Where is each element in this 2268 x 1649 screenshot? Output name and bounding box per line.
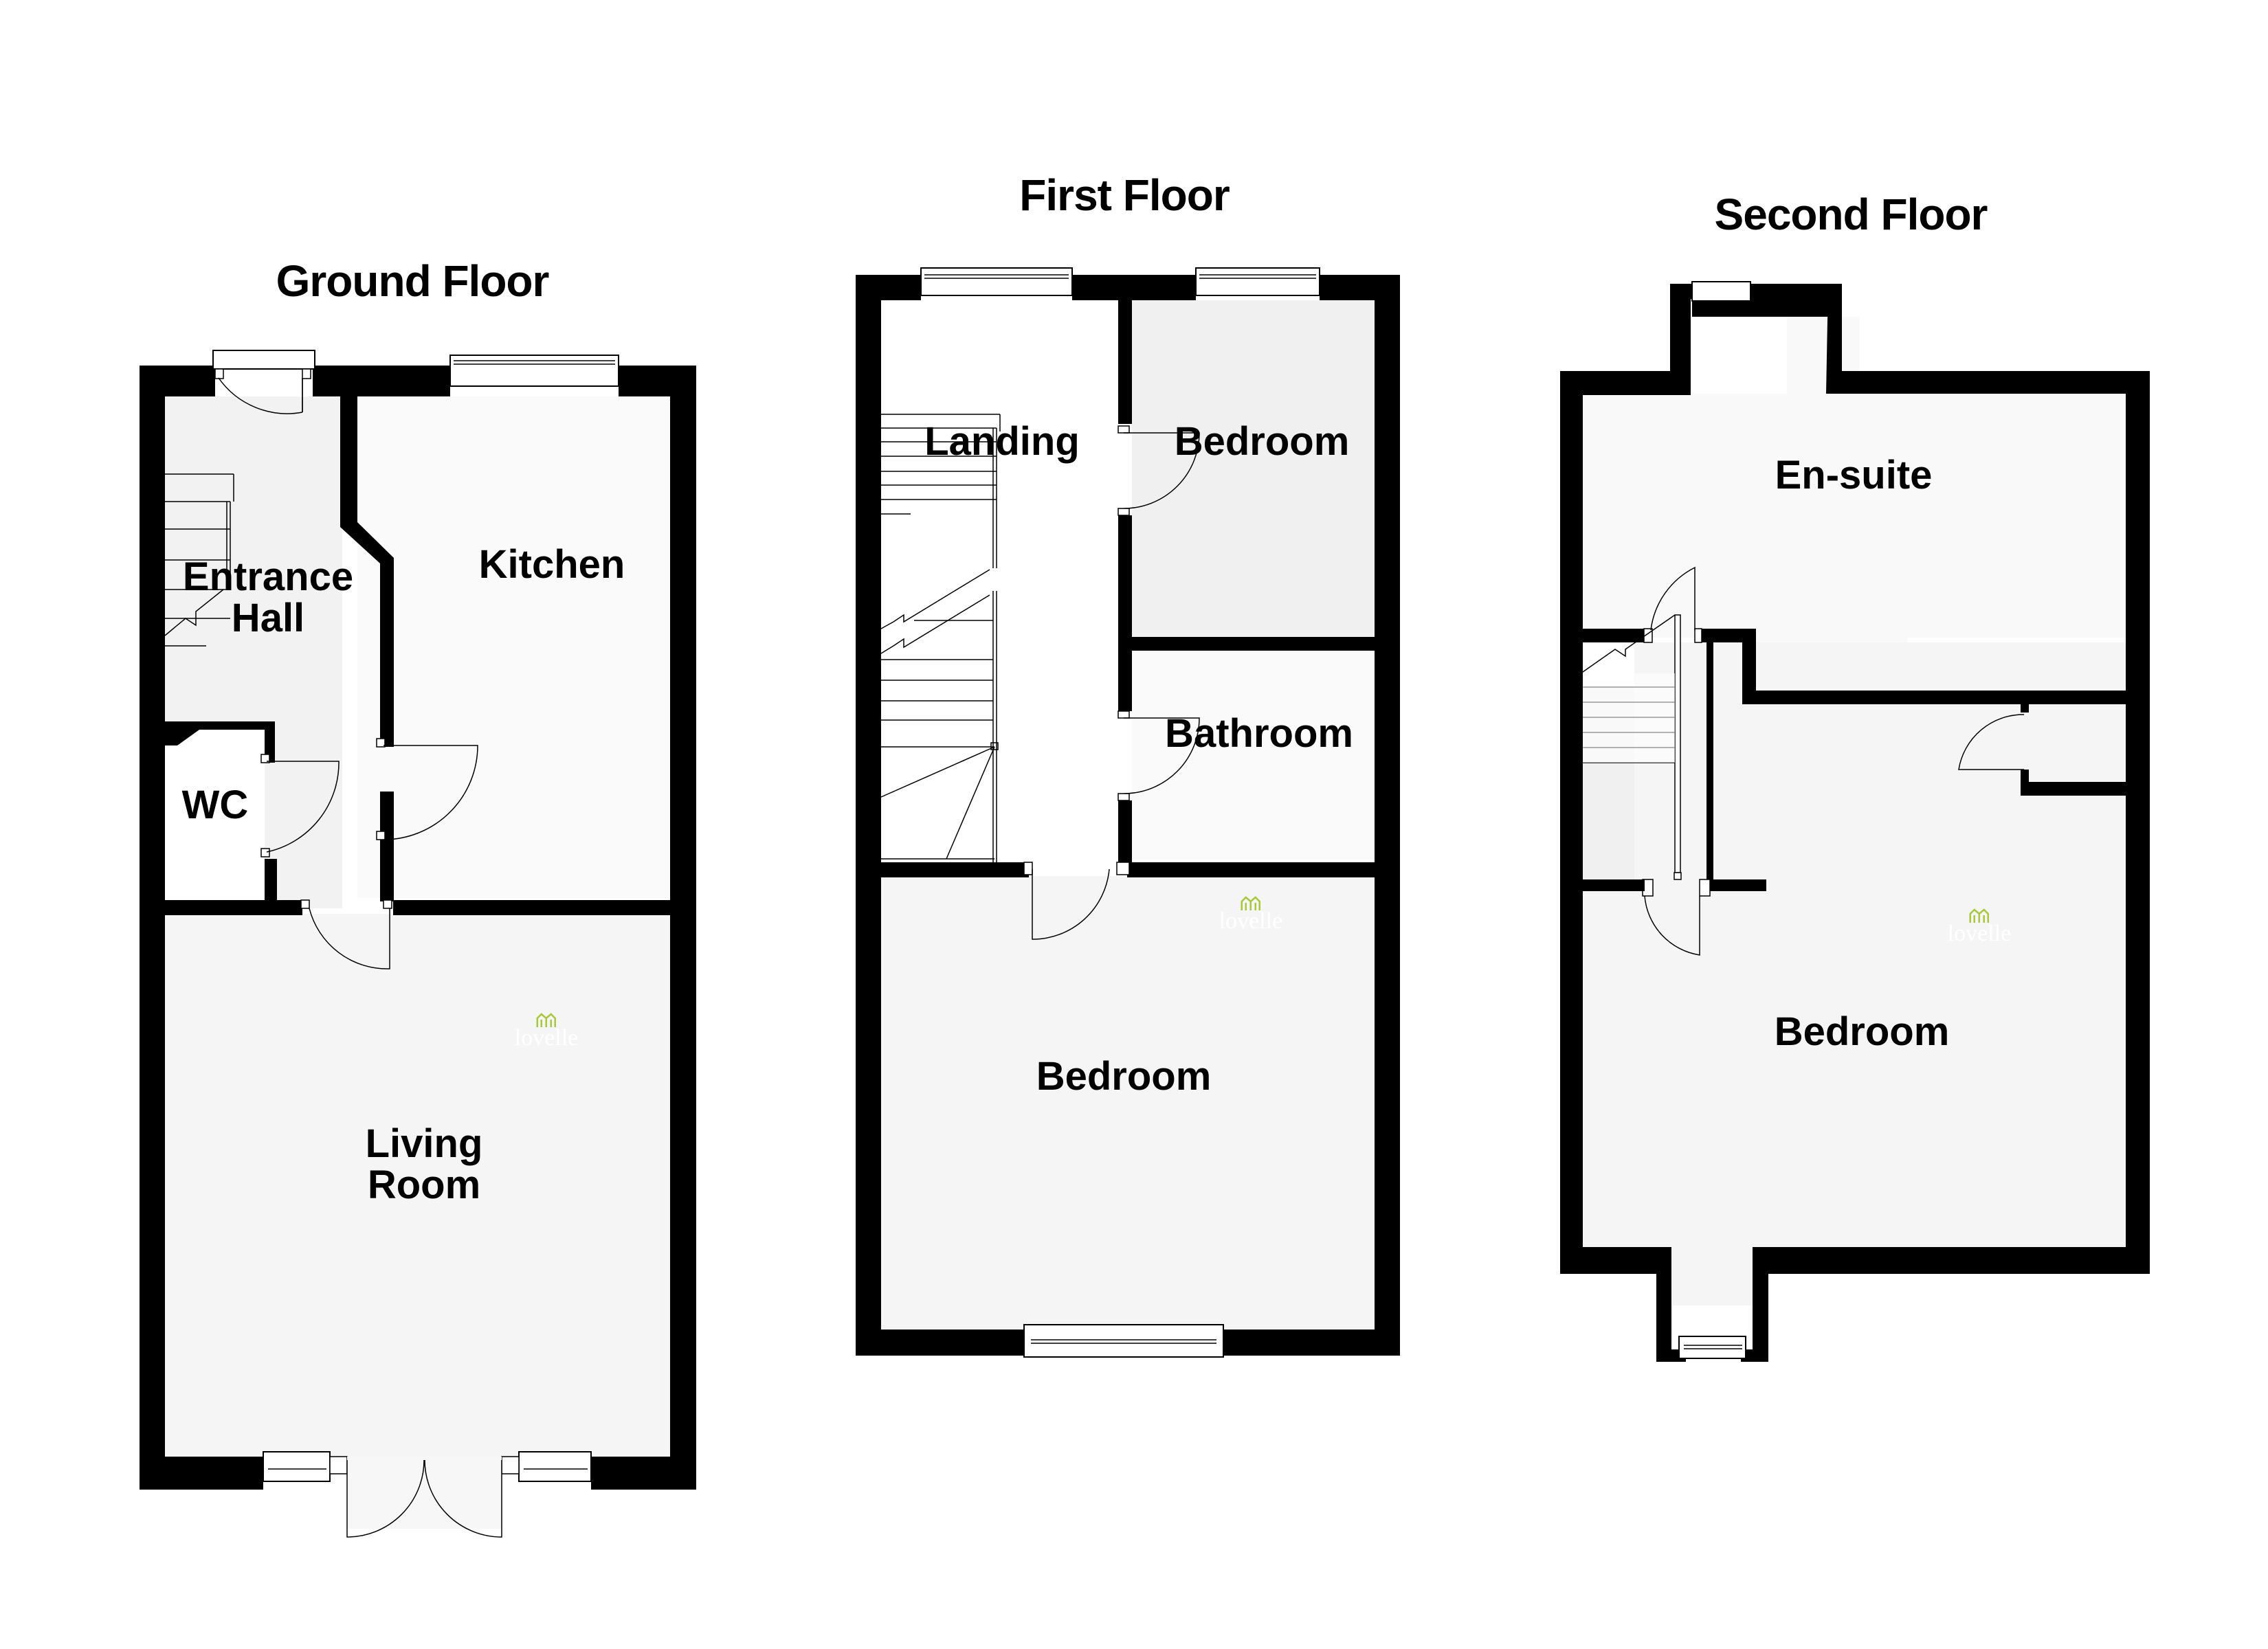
room-label-en-suite: En-suite bbox=[1775, 453, 1933, 497]
watermark: lovelle bbox=[1947, 908, 2012, 946]
room-label-line: Hall bbox=[231, 596, 305, 640]
ground-floor-plan bbox=[140, 350, 696, 1538]
bathroom-floor bbox=[1132, 651, 1375, 860]
watermark-text: lovelle bbox=[514, 1025, 579, 1051]
room-label-line: Entrance bbox=[182, 554, 354, 599]
first-floor-title: First Floor bbox=[1019, 170, 1230, 220]
bedroom-2-floor bbox=[1132, 300, 1375, 637]
bedroom-1-floor bbox=[881, 876, 1375, 1330]
watermark: lovelle bbox=[1219, 896, 1283, 934]
second-floor-title: Second Floor bbox=[1714, 190, 1988, 239]
watermark-text: lovelle bbox=[1947, 921, 2012, 946]
en-suite-floor bbox=[1583, 394, 2126, 638]
room-label-bathroom: Bathroom bbox=[1165, 711, 1353, 756]
room-label-living-room: Living Room bbox=[366, 1123, 483, 1206]
room-label-bedroom-2: Bedroom bbox=[1174, 419, 1350, 464]
room-label-entrance-hall: Entrance Hall bbox=[183, 557, 353, 639]
wc-floor bbox=[165, 721, 265, 907]
watermark-text: lovelle bbox=[1219, 908, 1283, 934]
first-floor-plan bbox=[856, 267, 1400, 1358]
kitchen-floor bbox=[357, 396, 670, 898]
room-label-line: Living bbox=[365, 1121, 483, 1166]
room-label-kitchen: Kitchen bbox=[478, 542, 625, 587]
second-floor-plan bbox=[1560, 281, 2150, 1362]
landing-floor bbox=[881, 300, 1118, 871]
room-label-wc: WC bbox=[181, 783, 249, 827]
room-label-bedroom-3: Bedroom bbox=[1774, 1009, 1950, 1054]
house-logo-icon bbox=[1969, 908, 1990, 923]
room-label-line: Room bbox=[367, 1163, 481, 1207]
ground-floor-title: Ground Floor bbox=[276, 256, 550, 306]
room-label-bedroom-1: Bedroom bbox=[1036, 1054, 1212, 1099]
watermark: lovelle bbox=[514, 1013, 579, 1051]
house-logo-icon bbox=[1241, 896, 1261, 910]
room-label-landing: Landing bbox=[924, 419, 1080, 464]
living-room-floor bbox=[165, 914, 670, 1457]
house-logo-icon bbox=[536, 1013, 557, 1027]
